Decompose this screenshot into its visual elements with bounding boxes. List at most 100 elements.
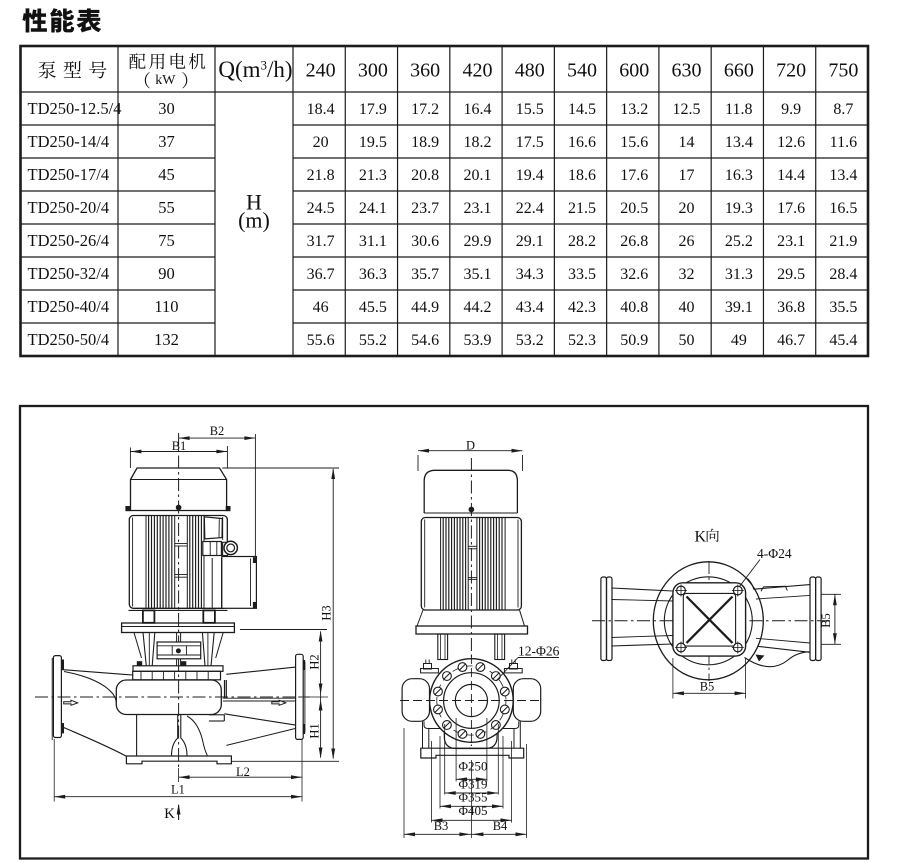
svg-text:23.7: 23.7: [411, 200, 439, 217]
svg-text:14: 14: [679, 134, 695, 151]
svg-text:32: 32: [679, 266, 695, 283]
svg-text:11.8: 11.8: [725, 101, 752, 118]
svg-text:TD250-26/4: TD250-26/4: [28, 231, 110, 250]
svg-text:630: 630: [672, 60, 702, 82]
svg-text:19.3: 19.3: [725, 200, 753, 217]
svg-text:11.6: 11.6: [830, 134, 857, 151]
svg-text:18.2: 18.2: [463, 134, 491, 151]
svg-text:B2: B2: [210, 424, 225, 438]
svg-text:240: 240: [306, 60, 336, 82]
svg-text:19.4: 19.4: [516, 167, 544, 184]
svg-text:480: 480: [515, 60, 545, 82]
svg-text:20: 20: [313, 134, 329, 151]
svg-text:TD250-50/4: TD250-50/4: [28, 330, 110, 349]
svg-text:14.5: 14.5: [568, 101, 596, 118]
svg-text:B5: B5: [819, 613, 833, 628]
svg-text:45: 45: [158, 165, 175, 184]
svg-text:TD250-40/4: TD250-40/4: [28, 297, 110, 316]
svg-text:600: 600: [619, 60, 649, 82]
svg-text:9.9: 9.9: [781, 101, 801, 118]
svg-text:720: 720: [776, 60, 806, 82]
svg-text:20.5: 20.5: [620, 200, 648, 217]
svg-text:45.5: 45.5: [359, 299, 387, 316]
svg-text:50: 50: [679, 332, 695, 349]
svg-text:360: 360: [410, 60, 440, 82]
svg-text:28.4: 28.4: [829, 266, 857, 283]
svg-text:16.3: 16.3: [725, 167, 753, 184]
svg-text:540: 540: [567, 60, 597, 82]
svg-text:8.7: 8.7: [833, 101, 853, 118]
svg-text:L1: L1: [171, 783, 185, 797]
svg-text:29.1: 29.1: [516, 233, 544, 250]
svg-text:23.1: 23.1: [463, 200, 491, 217]
svg-text:37: 37: [158, 132, 175, 151]
svg-text:43.4: 43.4: [516, 299, 544, 316]
svg-text:20.8: 20.8: [411, 167, 439, 184]
svg-text:17.6: 17.6: [777, 200, 805, 217]
svg-text:55: 55: [158, 198, 175, 217]
svg-text:42.3: 42.3: [568, 299, 596, 316]
svg-text:39.1: 39.1: [725, 299, 753, 316]
svg-text:53.9: 53.9: [463, 332, 491, 349]
svg-text:750: 750: [828, 60, 858, 82]
svg-text:21.3: 21.3: [359, 167, 387, 184]
svg-text:53.2: 53.2: [516, 332, 544, 349]
svg-text:Φ250: Φ250: [458, 759, 487, 774]
svg-text:20: 20: [679, 200, 695, 217]
svg-text:12.5: 12.5: [673, 101, 701, 118]
svg-text:18.9: 18.9: [411, 134, 439, 151]
svg-text:K: K: [164, 806, 175, 822]
svg-text:B5: B5: [700, 680, 715, 694]
svg-text:21.9: 21.9: [829, 233, 857, 250]
svg-text:4-Φ24: 4-Φ24: [757, 546, 792, 561]
svg-text:B1: B1: [172, 439, 187, 453]
svg-text:14.4: 14.4: [777, 167, 805, 184]
svg-text:23.1: 23.1: [777, 233, 805, 250]
svg-text:55.2: 55.2: [359, 332, 387, 349]
svg-text:50.9: 50.9: [620, 332, 648, 349]
svg-text:35.5: 35.5: [829, 299, 857, 316]
svg-text:34.3: 34.3: [516, 266, 544, 283]
svg-text:46.7: 46.7: [777, 332, 805, 349]
svg-text:40.8: 40.8: [620, 299, 648, 316]
svg-text:TD250-32/4: TD250-32/4: [28, 264, 110, 283]
svg-text:54.6: 54.6: [411, 332, 439, 349]
svg-text:26.8: 26.8: [620, 233, 648, 250]
svg-text:16.4: 16.4: [463, 101, 491, 118]
svg-text:H3: H3: [320, 605, 334, 620]
svg-text:40: 40: [679, 299, 695, 316]
svg-text:12.6: 12.6: [777, 134, 805, 151]
svg-text:(m): (m): [238, 208, 270, 233]
svg-text:18.6: 18.6: [568, 167, 596, 184]
svg-text:Q(m3/h): Q(m3/h): [218, 57, 292, 82]
svg-text:33.5: 33.5: [568, 266, 596, 283]
svg-text:15.5: 15.5: [516, 101, 544, 118]
svg-text:13.4: 13.4: [725, 134, 753, 151]
svg-text:32.6: 32.6: [620, 266, 648, 283]
svg-text:36.8: 36.8: [777, 299, 805, 316]
svg-text:30.6: 30.6: [411, 233, 439, 250]
svg-text:TD250-12.5/4: TD250-12.5/4: [28, 99, 122, 118]
svg-text:52.3: 52.3: [568, 332, 596, 349]
svg-text:H: H: [246, 190, 262, 215]
svg-text:36.7: 36.7: [307, 266, 335, 283]
svg-text:35.7: 35.7: [411, 266, 439, 283]
svg-text:13.2: 13.2: [620, 101, 648, 118]
svg-text:19.5: 19.5: [359, 134, 387, 151]
svg-text:12-Φ26: 12-Φ26: [518, 644, 560, 659]
svg-text:B3: B3: [434, 819, 449, 833]
svg-text:75: 75: [158, 231, 175, 250]
svg-text:28.2: 28.2: [568, 233, 596, 250]
svg-text:44.2: 44.2: [463, 299, 491, 316]
svg-text:20.1: 20.1: [463, 167, 491, 184]
svg-text:30: 30: [158, 99, 175, 118]
svg-text:29.5: 29.5: [777, 266, 805, 283]
svg-text:36.3: 36.3: [359, 266, 387, 283]
svg-text:17.2: 17.2: [411, 101, 439, 118]
svg-text:17.6: 17.6: [620, 167, 648, 184]
svg-text:21.8: 21.8: [307, 167, 335, 184]
svg-text:H1: H1: [308, 723, 322, 738]
svg-text:K: K: [694, 529, 706, 546]
svg-text:25.2: 25.2: [725, 233, 753, 250]
svg-text:Φ319: Φ319: [458, 777, 487, 792]
